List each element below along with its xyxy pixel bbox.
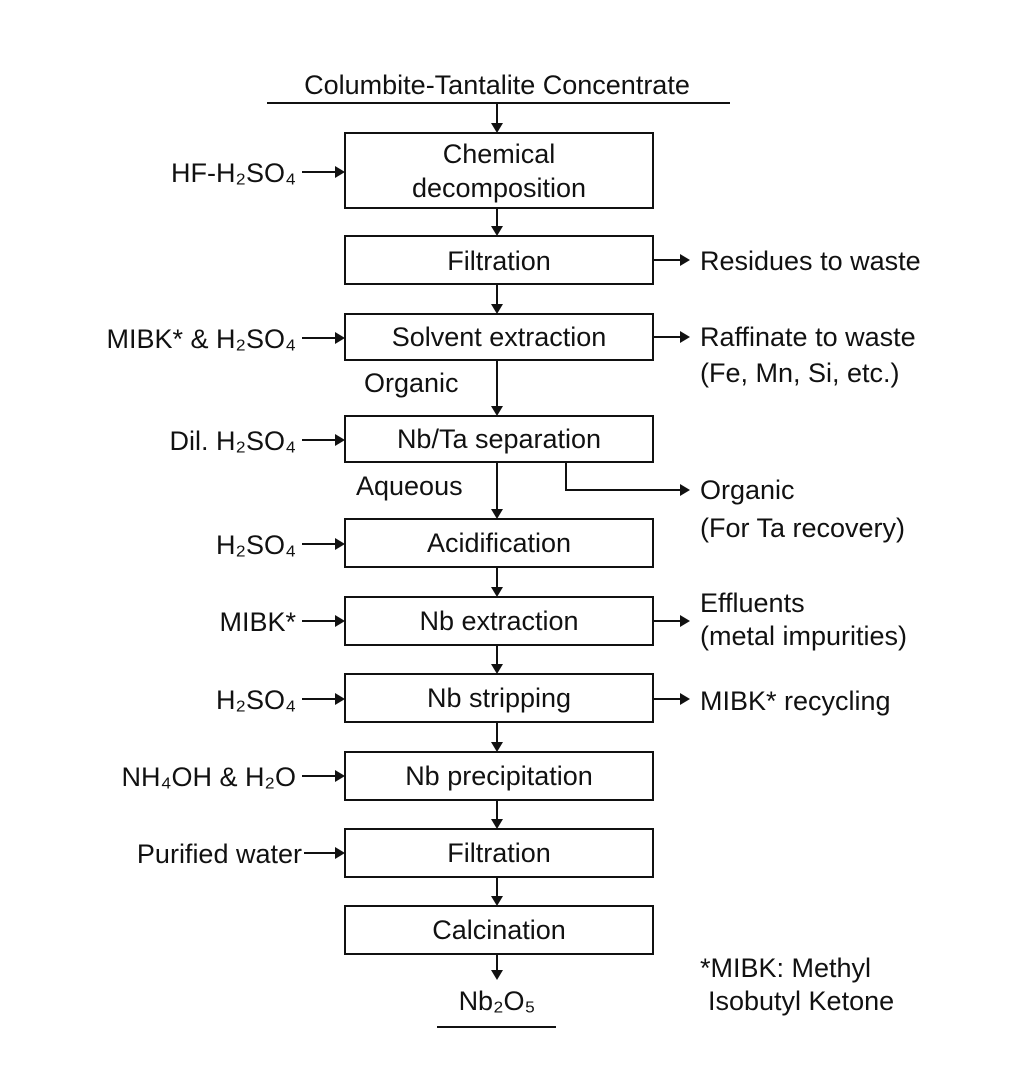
output-label: Residues to waste — [700, 246, 921, 276]
step-label-line: Nb stripping — [427, 683, 571, 713]
step-box-nb-ta-separation: Nb/Ta separation — [344, 415, 654, 463]
input-mibk-h2so4: MIBK* & H₂SO₄ — [106, 324, 345, 354]
flow-label-aqueous: Aqueous — [356, 471, 463, 501]
input-label: HF-H₂SO₄ — [171, 158, 296, 188]
input-h2so4-stripping: H₂SO₄ — [216, 685, 345, 715]
output-label: (For Ta recovery) — [700, 513, 905, 543]
step-label-line: Filtration — [447, 246, 551, 276]
input-purified-water: Purified water — [137, 839, 345, 869]
flow-label-organic: Organic — [364, 368, 459, 398]
output-label: Organic — [700, 475, 795, 505]
output-label: (metal impurities) — [700, 621, 907, 651]
output-raffinate: Raffinate to waste (Fe, Mn, Si, etc.) — [653, 322, 916, 388]
product-label: Nb₂O₅ — [459, 986, 536, 1016]
input-dil-h2so4: Dil. H₂SO₄ — [169, 426, 345, 456]
output-label: MIBK* recycling — [700, 686, 891, 716]
step-box-nb-stripping: Nb stripping — [344, 673, 654, 723]
output-effluents: Effluents (metal impurities) — [653, 588, 907, 651]
output-organic-ta: Organic (For Ta recovery) — [565, 462, 905, 543]
input-label: H₂SO₄ — [216, 685, 296, 715]
step-label-line: Chemical — [443, 139, 556, 169]
footnote-line-2: Isobutyl Ketone — [708, 986, 894, 1016]
output-label: (Fe, Mn, Si, etc.) — [700, 358, 900, 388]
output-label: Raffinate to waste — [700, 322, 916, 352]
step-label-line: Filtration — [447, 838, 551, 868]
step-box-filtration-1: Filtration — [344, 235, 654, 285]
step-box-calcination: Calcination — [344, 905, 654, 955]
step-label-line: Nb precipitation — [405, 761, 593, 791]
step-label-line: Calcination — [432, 915, 566, 945]
title-label: Columbite-Tantalite Concentrate — [304, 70, 690, 100]
output-residues: Residues to waste — [653, 246, 921, 276]
input-h2so4-acidification: H₂SO₄ — [216, 530, 345, 560]
input-label: NH₄OH & H₂O — [121, 762, 296, 792]
input-nh4oh-h2o: NH₄OH & H₂O — [121, 762, 345, 792]
input-mibk: MIBK* — [219, 607, 345, 637]
output-label: Effluents — [700, 588, 805, 618]
step-label-line: Acidification — [427, 528, 571, 558]
step-box-solvent-extraction: Solvent extraction — [344, 313, 654, 361]
step-label-line: Nb/Ta separation — [397, 424, 601, 454]
step-box-chemical-decomposition: Chemical decomposition — [344, 132, 654, 209]
step-box-acidification: Acidification — [344, 518, 654, 568]
step-label-line: Nb extraction — [419, 606, 578, 636]
input-hf-h2so4: HF-H₂SO₄ — [171, 158, 345, 188]
footnote-line-1: *MIBK: Methyl — [700, 953, 871, 983]
step-label-line: decomposition — [412, 173, 586, 203]
step-label-line: Solvent extraction — [392, 322, 607, 352]
input-label: MIBK* & H₂SO₄ — [106, 324, 296, 354]
input-label: Purified water — [137, 839, 302, 869]
step-box-filtration-2: Filtration — [344, 828, 654, 878]
input-label: MIBK* — [219, 607, 296, 637]
input-label: Dil. H₂SO₄ — [169, 426, 296, 456]
output-mibk-recycling: MIBK* recycling — [653, 686, 891, 716]
main-flow-arrows — [491, 103, 503, 980]
step-box-nb-extraction: Nb extraction — [344, 596, 654, 646]
input-label: H₂SO₄ — [216, 530, 296, 560]
step-box-nb-precipitation: Nb precipitation — [344, 751, 654, 801]
